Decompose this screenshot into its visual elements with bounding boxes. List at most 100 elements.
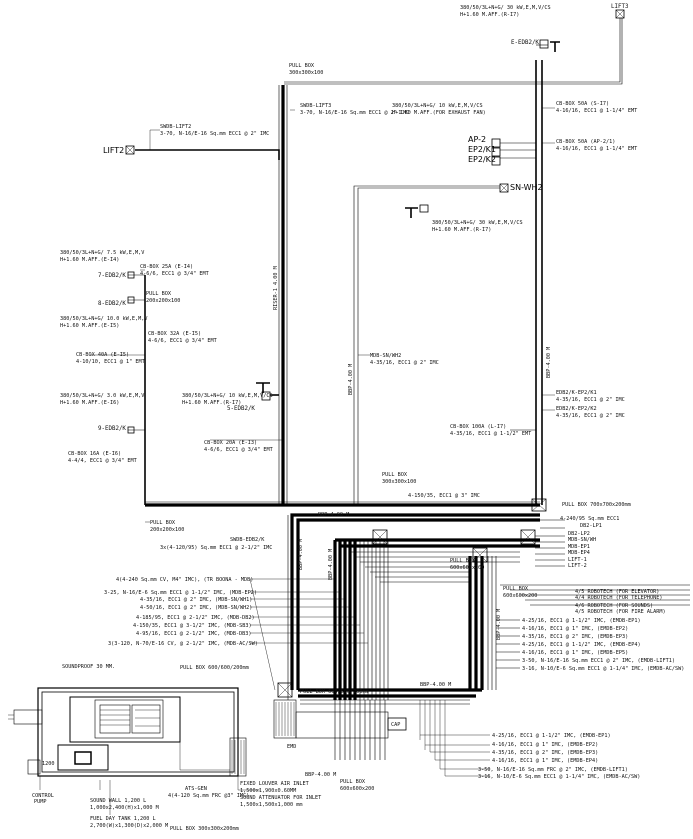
- fuel-tank-line2: 2,700(W)x1,300(D)x2,000 M: [90, 823, 168, 829]
- right-feeder-1: DB2-LP1: [580, 523, 602, 529]
- lift3-label: LIFT3: [611, 4, 629, 10]
- center-feed-label: 4-150/35, ECC1 @ 3" IMC: [408, 493, 480, 499]
- cb-box-25a-label: CB-BOX 25A (E-I4) 4-6/6, ECC1 @ 3/4" EMT: [140, 264, 209, 277]
- lift2-feeder: [135, 149, 280, 160]
- right-feeder-4: MDB-EP1: [568, 544, 590, 550]
- soundproof-label: SOUNDPROOF 30 MM.: [62, 664, 115, 670]
- right-vertical-riser: [500, 44, 548, 505]
- ats-line2: 4(4-120 Sq.mm FRC @3" IMC): [168, 793, 249, 799]
- cb-box-25a-line1: CB-BOX 25A (E-I4): [140, 264, 193, 270]
- pull-box-bottom-label: PULL BOX 600x600x200: [340, 779, 374, 792]
- wh-eq-line1: 380/50/3L+N+G/ 30 kW,E,M,V/CS: [432, 220, 523, 226]
- cb-box-40a-line1: CB-BOX 40A (E-I5): [76, 352, 129, 358]
- pullbox-top-line1: PULL BOX: [289, 63, 315, 69]
- edb2-7-label: 7-EDB2/K: [98, 273, 126, 279]
- pullbox-600-label: PULL BOX 600/600/200mm: [180, 665, 249, 671]
- pull-box-right-top: [531, 498, 547, 512]
- swdb-lift3-label: SWDB-LIFT3 3-70, N-16/E-16 Sq.mm ECC1 @ …: [300, 103, 409, 116]
- emd-label: EMD: [287, 744, 296, 750]
- right-feeder-0: 4-240/95 Sq.mm ECC1: [560, 516, 619, 522]
- cb-box-40a-label: CB-BOX 40A (E-I5) 4-10/10, ECC1 @ 1" EMT: [76, 352, 145, 365]
- cb-box-100a-label: CB-BOX 100A (L-I7) 4-35/16, ECC1 @ 1-1/2…: [450, 424, 531, 437]
- edb2-7-eq-line1: 380/50/3L+N+G/ 7.5 kW,E,M,V: [60, 250, 144, 256]
- dim-1200-label: 1200: [42, 761, 55, 767]
- lift3-feeder: [284, 18, 623, 85]
- pullbox-left-line1: PULL BOX: [150, 520, 176, 526]
- edb2-small-boxes: [127, 271, 135, 434]
- cb-box-16a-label: CB-BOX 16A (E-I6) 4-4/4, ECC1 @ 3/4" EMT: [68, 451, 137, 464]
- left-feeder-1: 3-25, N-16/E-6 Sq.mm ECC1 @ 1-1/2" IMC, …: [104, 590, 257, 596]
- wh-eq-label: 380/50/3L+N+G/ 30 kW,E,M,V/CS H+1.60 M.A…: [432, 220, 523, 233]
- pull-box-bottom-line1: PULL BOX: [340, 779, 366, 785]
- right-note-1: 4/4 ROBOTECH (FOR TELEPHONE): [575, 595, 662, 601]
- swdb-lift2-label: SWDB-LIFT2 3-70, N-16/E-16 Sq.mm ECC1 @ …: [160, 124, 269, 137]
- pullbox-mid-line1: PULL BOX: [146, 291, 172, 297]
- wh-eq-line2: H+1.60 M.AFF.(R-I7): [432, 227, 491, 233]
- ep2k2-label: EP2/K2: [468, 155, 496, 164]
- swdb-edb2-line2: 3x(4-120/95) Sq.mm ECC1 @ 2-1/2" IMC: [160, 545, 272, 551]
- e-edb2-disconnect: [539, 39, 560, 52]
- bbp-200-label: BBP-4.00 M: [305, 772, 336, 778]
- cb-box-40a-line2: 4-10/10, ECC1 @ 1" EMT: [76, 359, 145, 365]
- control-pump-line1: CONTROL: [32, 793, 54, 799]
- right-mid-feeder-4: 4-16/16, ECC1 @ 1" IMC, (EMDB-EP5): [522, 650, 628, 656]
- lift2-symbol: [125, 145, 135, 155]
- edb2-vertical-feeder: [128, 274, 146, 505]
- louver-line4: 1,500x1,500x1,000 mm: [240, 802, 302, 808]
- right-mid-feeder-list: 4-25/16, ECC1 @ 1-1/2" IMC, (EMDB-EP1) 4…: [522, 618, 684, 672]
- edb2-5-disconnect: [256, 382, 271, 401]
- cb-box-25a-line2: 4-6/6, ECC1 @ 3/4" EMT: [140, 271, 209, 277]
- edb2-ep2k1-line1: EDB2/K-EP2/K1: [556, 390, 597, 396]
- pullbox-mid-line2: 200x200x100: [146, 298, 180, 304]
- riser-a-label: RISER-1 4.00 M: [273, 266, 279, 310]
- sn-wh2-label: SN-WH2: [510, 183, 543, 192]
- exhaust-fan-line2: H+1.60 M.AFF.(FOR EXHAUST FAN): [392, 110, 486, 116]
- lift3-symbol: [615, 9, 625, 19]
- fuel-tank-label: FUEL DAY TANK 1,200 L 2,700(W)x1,300(D)x…: [90, 816, 168, 829]
- pull-box-right2-line1: PULL BOX: [503, 586, 529, 592]
- right-feeder-5: MDB-EP4: [568, 550, 590, 556]
- right-mid-feeder-0: 4-25/16, ECC1 @ 1-1/2" IMC, (EMDB-EP1): [522, 618, 641, 624]
- pull-box-right-mid: [520, 529, 536, 545]
- left-feeder-0: 4(4-240 Sq.mm CV, M4" IMC), (TR BOONA - …: [116, 577, 253, 583]
- main-vertical-riser-left: [278, 85, 288, 505]
- louver-line3: SOUND ATTENUATOR FOR INLET: [240, 795, 321, 801]
- cb-box-50a-2-line2: 4-16/16, ECC1 @ 1-1/4" EMT: [556, 146, 637, 152]
- left-feeder-5: 4-150/35, ECC1 @ 3-1/2" IMC, (MDB-SB3): [133, 623, 252, 629]
- left-feeder-6: 4-95/16, ECC1 @ 2-1/2" IMC, (MDB-DB3): [136, 631, 252, 637]
- edb2-7-eq-label: 380/50/3L+N+G/ 7.5 kW,E,M,V H+1.60 M.AFF…: [60, 250, 144, 263]
- left-feeder-fan: [249, 578, 368, 691]
- fuel-tank-line1: FUEL DAY TANK 1,200 L: [90, 816, 156, 822]
- ats-label: ATS-GEN 4(4-120 Sq.mm FRC @3" IMC): [168, 786, 249, 799]
- pullbox-600b-label: PULL BOX 600x600x200: [450, 558, 484, 571]
- right-mid-feeder-5: 3-50, N-16/E-16 Sq.mm ECC1 @ 2" IMC, (EM…: [522, 658, 675, 664]
- riser-e-label: BBP-4.00 M: [328, 549, 334, 580]
- pullbox-left-label: PULL BOX 200x200x100: [150, 520, 184, 533]
- pull-box-right2-label: PULL BOX 600x600x200: [503, 586, 537, 599]
- left-feeder-7: 3(3-120, N-70/E-16 CV, @ 2-1/2" IMC, (MD…: [108, 641, 258, 647]
- cb-box-20a-line1: CB-BOX 20A (E-I3): [204, 440, 257, 446]
- edb2-7-eq-line2: H+1.60 M.AFF.(E-I4): [60, 257, 119, 263]
- right-feeder-list: 4-240/95 Sq.mm ECC1 DB2-LP1 DB2-LP2 MDB-…: [560, 516, 619, 569]
- pullbox-mid-label: PULL BOX 200x200x100: [146, 291, 180, 304]
- edb2-ep2k2-label: EDB2/K-EP2/K2 4-35/16, ECC1 @ 2" IMC: [556, 406, 625, 419]
- pull-box-bottom-line2: 600x600x200: [340, 786, 374, 792]
- right-feeder-2: DB2-LP2: [568, 531, 590, 537]
- right-mid-feeder-6: 3-16, N-10/E-6 Sq.mm ECC1 @ 1-1/4" IMC, …: [522, 666, 684, 672]
- left-feeder-4: 4-185/95, ECC1 @ 2-1/2" IMC, (MDB-DB2): [136, 615, 255, 621]
- left-feeder-list: 4(4-240 Sq.mm CV, M4" IMC), (TR BOONA - …: [104, 577, 258, 647]
- mdb-sn-line2: 4-35/16, ECC1 @ 2" IMC: [370, 360, 439, 366]
- sound-wall-line1: SOUND WALL 1,200 L: [90, 798, 146, 804]
- cap-label: CAP: [391, 722, 400, 728]
- edb2-8-eq-line2: H+1.60 M.AFF.(E-I5): [60, 323, 119, 329]
- horizontal-bus-505: [145, 501, 540, 507]
- ap2-label: AP-2: [468, 135, 486, 144]
- sound-wall-line2: 1,000x2,400(H)x1,000 M: [90, 805, 159, 811]
- pullbox-top-label: PULL BOX 300x300x100: [289, 63, 323, 76]
- edb2-5-label: 5-EDB2/K: [227, 406, 255, 412]
- cb-box-32a-line2: 4-6/6, ECC1 @ 3/4" EMT: [148, 338, 217, 344]
- control-pump-label: CONTROL PUMP: [32, 793, 54, 805]
- left-feeder-2: 4-35/16, ECC1 @ 2" IMC, (MDB-SN/WH1): [140, 597, 252, 603]
- right-mid-feeder-2: 4-35/16, ECC1 @ 2" IMC, (EMDB-EP3): [522, 634, 628, 640]
